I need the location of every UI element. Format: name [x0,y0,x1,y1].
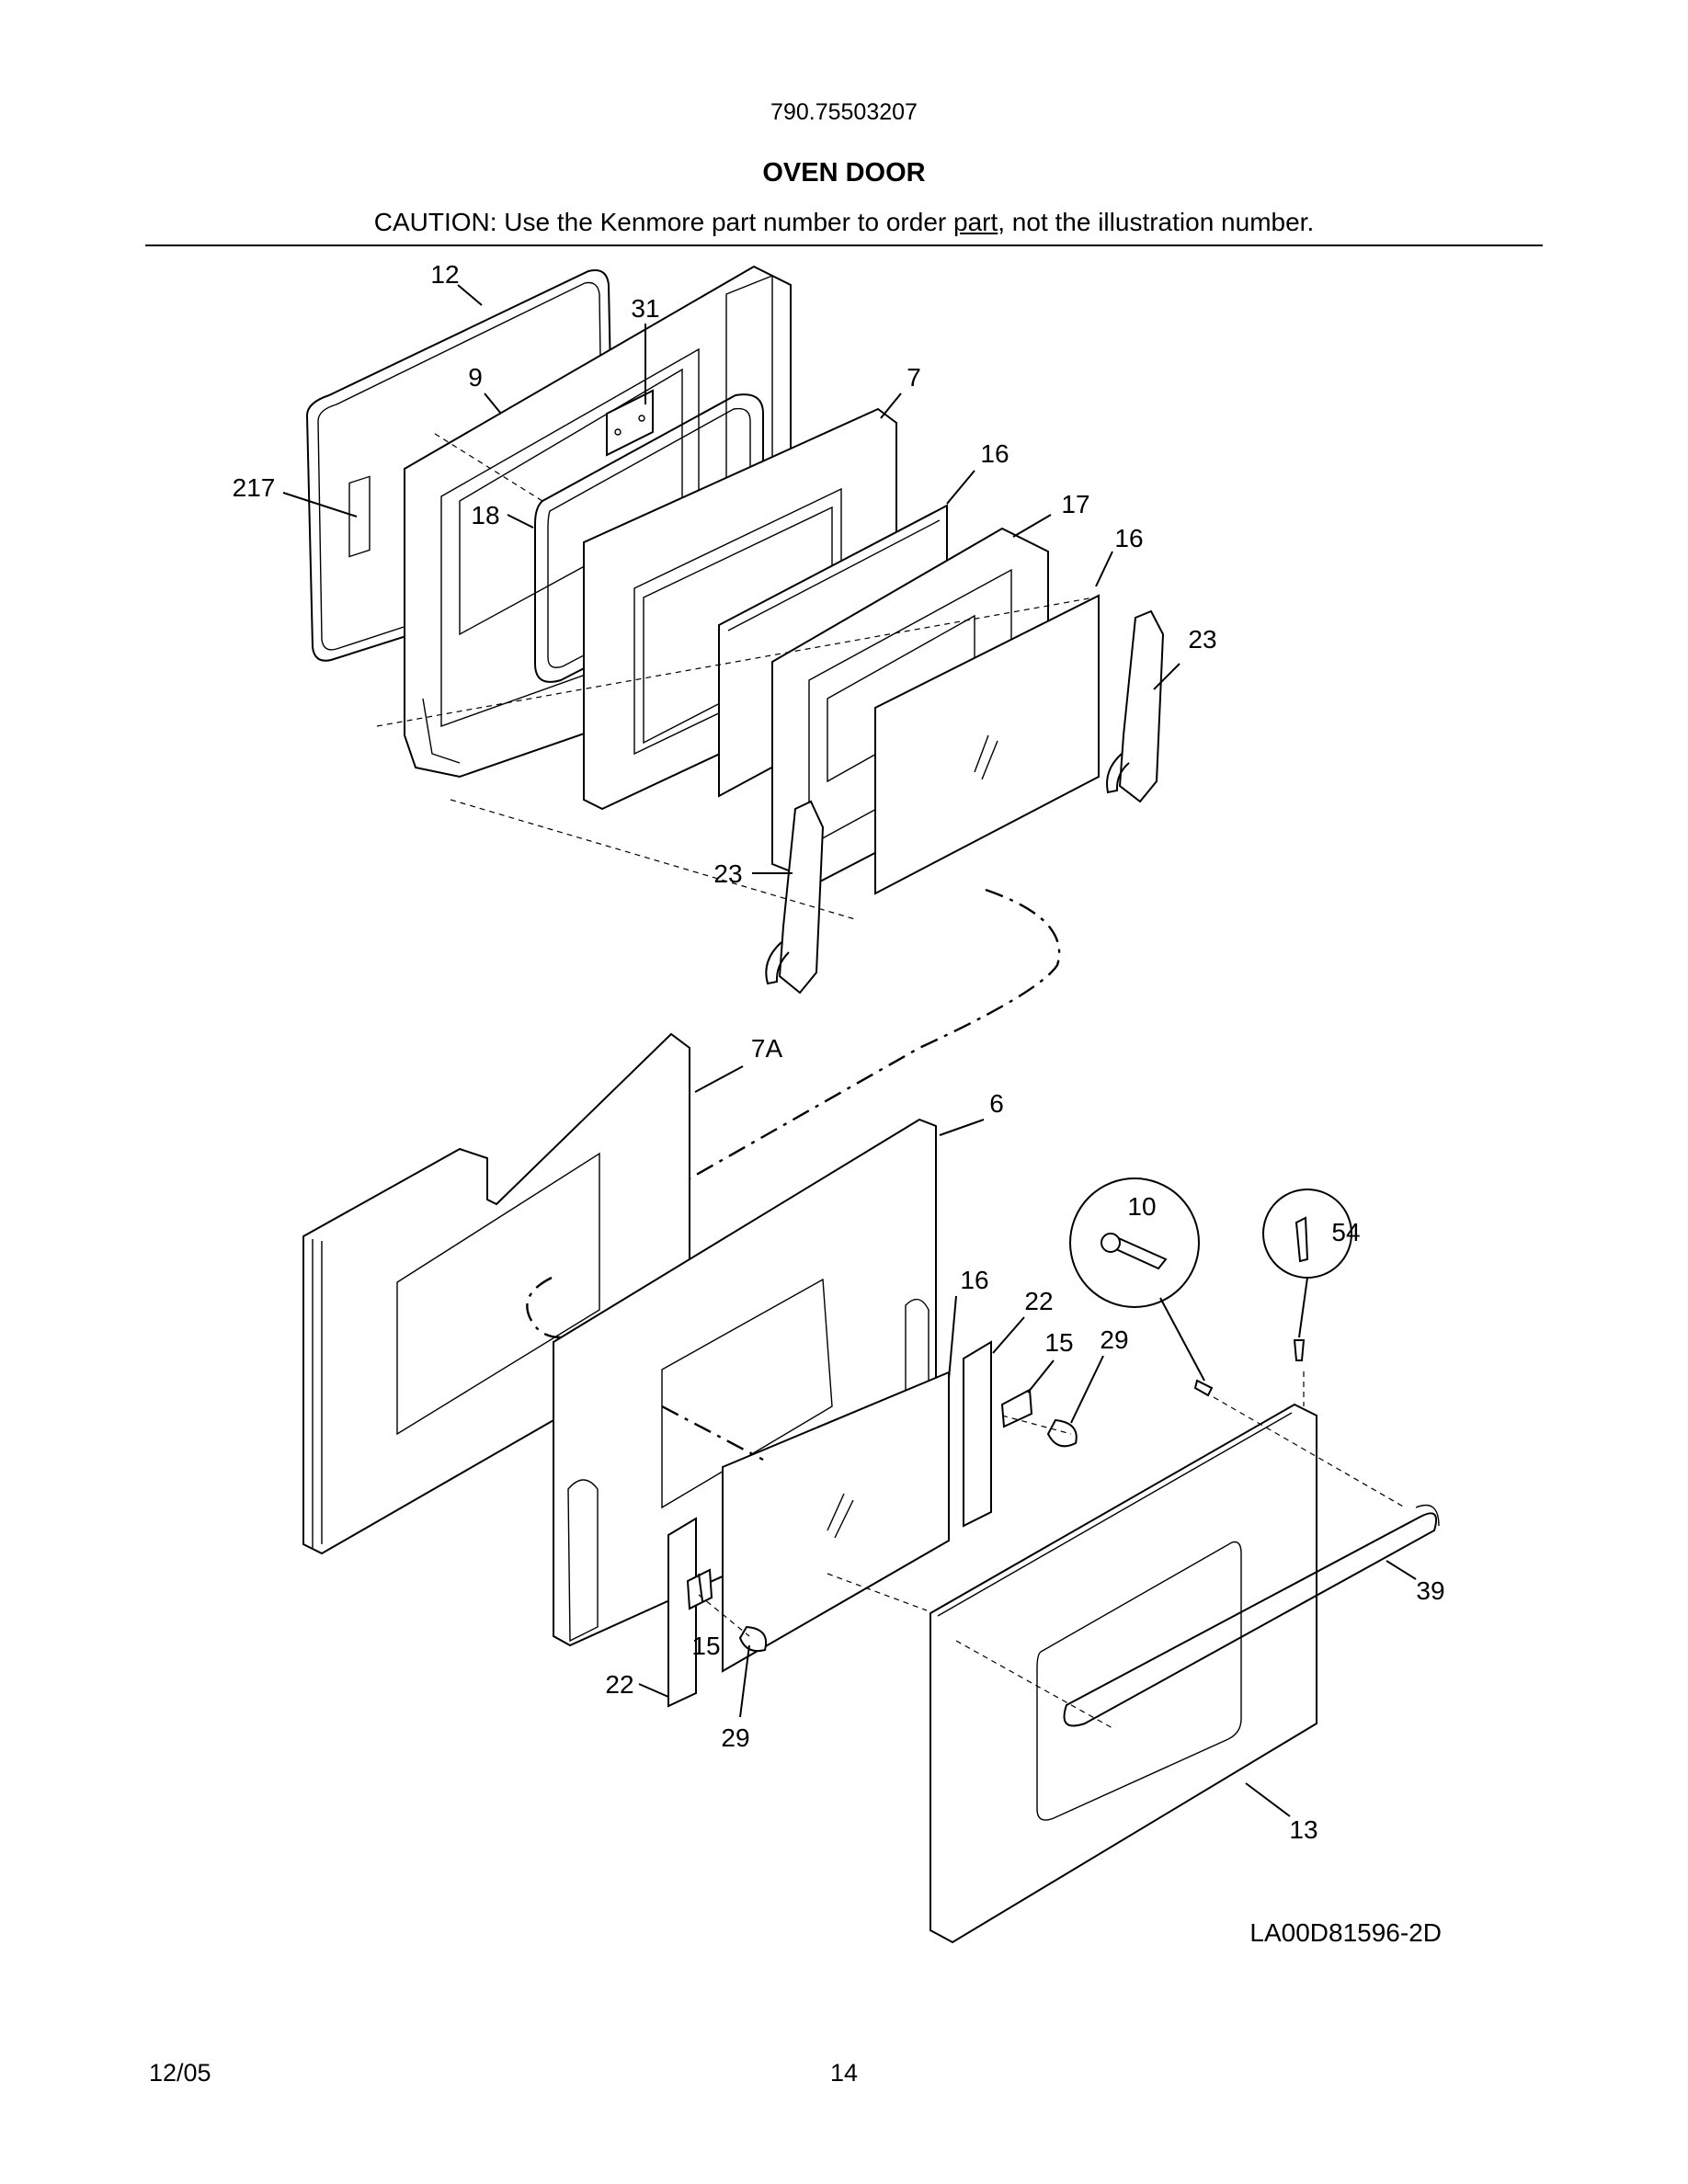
callout-29-left: 29 [721,1723,749,1752]
callout-29-right: 29 [1100,1325,1128,1354]
part-hinge-right [1106,609,1165,803]
footer-date: 12/05 [149,2059,211,2087]
caution-underlined-word: part [953,208,998,236]
part-screw-54 [1262,1189,1352,1361]
model-number: 790.75503207 [770,99,918,125]
callout-54: 54 [1331,1218,1360,1246]
caution-text-start: CAUTION: Use the Kenmore part number to … [373,208,953,236]
callout-23-right: 23 [1188,625,1216,654]
callout-39: 39 [1416,1576,1444,1605]
part-clip-left [686,1568,713,1610]
callout-12: 12 [430,260,459,289]
part-outer-door-panel [930,1403,1317,1944]
callout-16-a: 16 [980,439,1009,468]
part-hinge-left [765,800,825,995]
part-insulation-7A [302,1032,690,1555]
callout-9: 9 [468,363,483,392]
callout-22-right: 22 [1024,1287,1053,1315]
callout-22-left: 22 [605,1670,633,1699]
caution-note: CAUTION: Use the Kenmore part number to … [0,208,1688,237]
part-spacer-left [738,1625,767,1653]
page-title: OVEN DOOR [762,158,926,188]
part-channel-right [963,1340,992,1528]
callout-16-b: 16 [1114,524,1143,552]
callout-6: 6 [989,1089,1004,1118]
leader-lines [282,284,1417,1817]
callout-7A: 7A [751,1034,783,1063]
callout-15-right: 15 [1044,1328,1073,1357]
part-clip-right [1000,1388,1033,1428]
part-glass-panel-lower [722,1371,950,1673]
callout-15-left: 15 [691,1632,720,1660]
callout-18: 18 [471,501,499,529]
callout-17: 17 [1061,490,1089,518]
callout-13: 13 [1289,1815,1317,1844]
header-rule [145,245,1543,246]
part-door-handle [1063,1504,1440,1727]
part-spacer-right [1046,1418,1078,1448]
part-bracket [606,389,654,457]
drawing-code: LA00D81596-2D [1249,1918,1442,1947]
part-screw-10 [1069,1177,1214,1397]
callout-10: 10 [1127,1192,1156,1221]
part-channel-left [667,1517,697,1708]
callout-31: 31 [631,294,659,323]
caution-text-end: , not the illustration number. [998,208,1315,236]
callout-7: 7 [907,363,921,392]
callout-23-left: 23 [713,859,742,888]
callout-217: 217 [233,473,276,502]
footer-page-number: 14 [829,2059,859,2087]
callout-16-c: 16 [960,1266,988,1294]
part-glass-panel-upper-2 [874,594,1100,895]
